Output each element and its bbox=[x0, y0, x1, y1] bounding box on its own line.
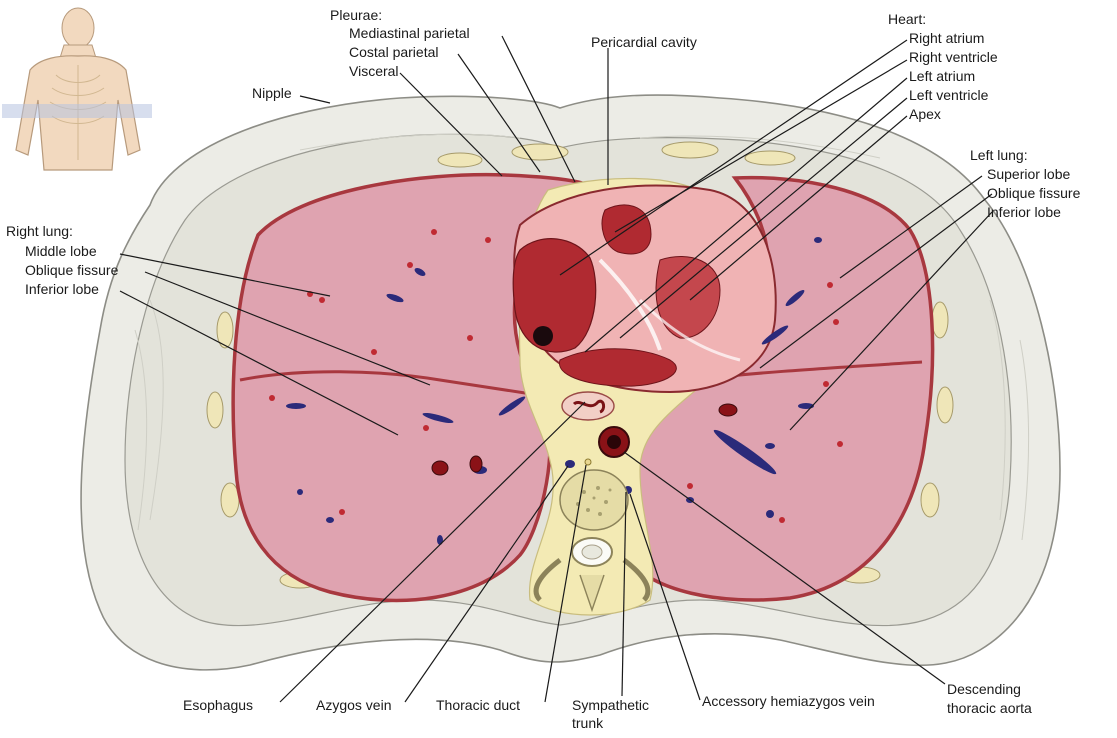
torso-inset-figure bbox=[2, 8, 152, 170]
left-lung-superior-lobe-label: Superior lobe bbox=[987, 166, 1070, 182]
descending-thoracic-aorta-label-line2: thoracic aorta bbox=[947, 700, 1032, 716]
right-lung-middle-lobe-label: Middle lobe bbox=[25, 243, 97, 259]
left-lung-oblique-fissure-label: Oblique fissure bbox=[987, 185, 1081, 201]
heart-left-atrium-label: Left atrium bbox=[909, 68, 975, 84]
sympathetic-trunk-label-line1: Sympathetic bbox=[572, 697, 649, 713]
thoracic-duct bbox=[585, 459, 591, 465]
esophagus-label: Esophagus bbox=[183, 697, 253, 713]
left-lung-inferior-lobe-label: Inferior lobe bbox=[987, 204, 1061, 220]
accessory-hemiazygos-vein-label: Accessory hemiazygos vein bbox=[702, 693, 875, 709]
pleurae-heading: Pleurae: bbox=[330, 7, 382, 23]
azygos-vein bbox=[565, 460, 575, 468]
right-lung-heading: Right lung: bbox=[6, 223, 73, 239]
right-lung-inferior-lobe-label: Inferior lobe bbox=[25, 281, 99, 297]
coronary-sinus bbox=[533, 326, 553, 346]
heart-right-ventricle-label: Right ventricle bbox=[909, 49, 998, 65]
heart-left-ventricle-label: Left ventricle bbox=[909, 87, 989, 103]
heart-right-atrium-label: Right atrium bbox=[909, 30, 984, 46]
thoracic-duct-label: Thoracic duct bbox=[436, 697, 520, 713]
right-lung-oblique-fissure-label: Oblique fissure bbox=[25, 262, 119, 278]
pleura-mediastinal-parietal-label: Mediastinal parietal bbox=[349, 25, 470, 41]
pleura-visceral-label: Visceral bbox=[349, 63, 399, 79]
left-lung-heading: Left lung: bbox=[970, 147, 1028, 163]
azygos-vein-label: Azygos vein bbox=[316, 697, 391, 713]
right-atrium bbox=[513, 239, 596, 352]
pericardial-cavity-label: Pericardial cavity bbox=[591, 34, 697, 50]
nipple-label: Nipple bbox=[252, 85, 292, 101]
pleura-costal-parietal-label: Costal parietal bbox=[349, 44, 439, 60]
heart-heading: Heart: bbox=[888, 11, 926, 27]
heart-apex-label: Apex bbox=[909, 106, 941, 122]
sympathetic-trunk-label-line2: trunk bbox=[572, 715, 604, 731]
descending-thoracic-aorta-label-line1: Descending bbox=[947, 681, 1021, 697]
